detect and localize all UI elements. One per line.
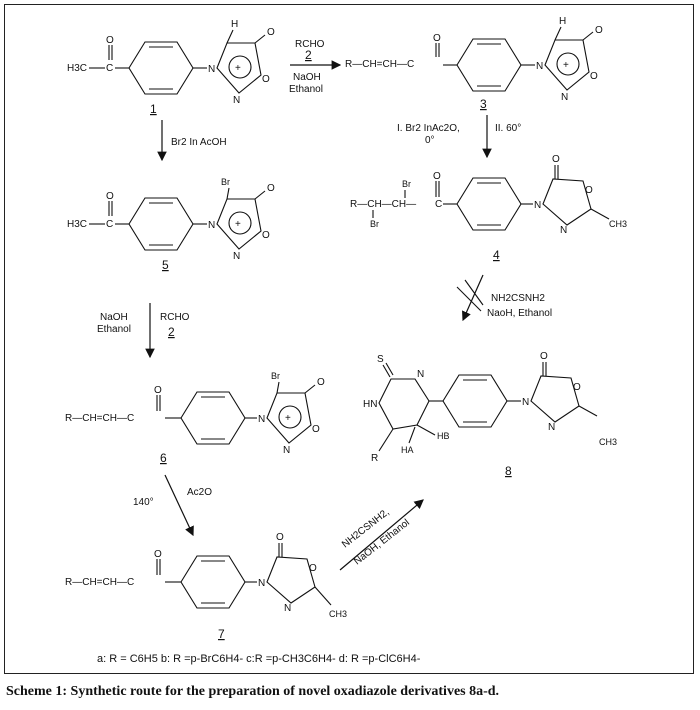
svg-text:2: 2	[168, 325, 175, 339]
arrow-6-to-7	[164, 474, 194, 537]
svg-text:I. Br2 InAc2O,: I. Br2 InAc2O,	[397, 123, 460, 134]
svg-text:C: C	[435, 199, 442, 210]
scheme-frame: H3C C O N + H O O N 1 RCHO 2 NaOH Ethano…	[4, 4, 694, 674]
svg-text:Br: Br	[221, 177, 230, 187]
arrow-4-to-8-blocked	[462, 274, 484, 322]
svg-text:O: O	[595, 25, 603, 36]
svg-text:Ethanol: Ethanol	[289, 84, 323, 95]
svg-text:O: O	[154, 549, 162, 560]
svg-text:N: N	[258, 414, 265, 425]
svg-text:O: O	[585, 185, 593, 196]
svg-text:O: O	[312, 424, 320, 435]
svg-text:CH3: CH3	[609, 219, 627, 229]
svg-text:Ethanol: Ethanol	[97, 324, 131, 335]
svg-text:R—CH=CH—C: R—CH=CH—C	[345, 59, 414, 70]
svg-text:RCHO: RCHO	[295, 39, 325, 50]
compound-1: H3C C O N + H O O N 1	[67, 19, 275, 116]
svg-text:Br: Br	[402, 179, 411, 189]
svg-text:O: O	[590, 71, 598, 82]
svg-text:NaOH: NaOH	[293, 72, 321, 83]
compound-5: H3C C O N + Br O O N 5	[67, 177, 275, 272]
svg-text:H: H	[231, 19, 238, 30]
svg-text:NaoH, Ethanol: NaoH, Ethanol	[487, 308, 552, 319]
svg-text:CH3: CH3	[599, 437, 617, 447]
svg-text:0°: 0°	[425, 135, 435, 146]
svg-text:Br: Br	[370, 219, 379, 229]
svg-text:N: N	[417, 369, 424, 380]
svg-text:N: N	[284, 603, 291, 614]
svg-text:R—CH=CH—C: R—CH=CH—C	[65, 413, 134, 424]
svg-text:N: N	[534, 200, 541, 211]
svg-text:Br2 In AcOH: Br2 In AcOH	[171, 137, 227, 148]
svg-text:Ac2O: Ac2O	[187, 487, 212, 498]
svg-text:N: N	[233, 251, 240, 262]
svg-text:NH2CSNH2: NH2CSNH2	[491, 293, 545, 304]
svg-text:N: N	[233, 95, 240, 106]
svg-text:N: N	[522, 397, 529, 408]
svg-text:HB: HB	[437, 431, 450, 441]
svg-text:+: +	[235, 63, 241, 74]
svg-text:RCHO: RCHO	[160, 312, 190, 323]
svg-text:+: +	[235, 219, 241, 230]
svg-text:N: N	[561, 92, 568, 103]
label-compound-7: 7	[218, 627, 225, 641]
svg-text:O: O	[552, 154, 560, 165]
svg-text:2: 2	[305, 48, 312, 62]
svg-text:O: O	[540, 351, 548, 362]
label-compound-8: 8	[505, 464, 512, 478]
svg-text:O: O	[262, 74, 270, 85]
svg-text:R: R	[371, 453, 378, 464]
svg-text:O: O	[267, 183, 275, 194]
svg-text:NaOH: NaOH	[100, 312, 128, 323]
svg-text:N: N	[208, 64, 215, 75]
svg-text:N: N	[208, 220, 215, 231]
svg-text:+: +	[285, 413, 291, 424]
svg-text:N: N	[560, 225, 567, 236]
label-compound-1: 1	[150, 102, 157, 116]
svg-text:O: O	[267, 27, 275, 38]
arrow-7-to-8	[339, 499, 424, 571]
svg-text:N: N	[548, 422, 555, 433]
svg-text:N: N	[536, 61, 543, 72]
svg-text:N: N	[258, 578, 265, 589]
compound-4: R—CH—CH— Br Br C O N O O N CH3 4	[350, 154, 627, 262]
svg-text:HA: HA	[401, 445, 414, 455]
svg-text:S: S	[377, 354, 384, 365]
svg-text:HN: HN	[363, 399, 377, 410]
compound-6: R—CH=CH—C O N + Br O O N 6	[65, 371, 325, 465]
reaction-scheme: H3C C O N + H O O N 1 RCHO 2 NaOH Ethano…	[65, 16, 627, 665]
svg-text:O: O	[309, 563, 317, 574]
svg-text:CH3: CH3	[329, 609, 347, 619]
svg-text:O: O	[317, 377, 325, 388]
svg-text:O: O	[276, 532, 284, 543]
svg-text:+: +	[563, 60, 569, 71]
svg-text:H: H	[559, 16, 566, 27]
atom-h3c: H3C	[67, 63, 87, 74]
substituent-legend: a: R = C6H5 b: R =p-BrC6H4- c:R =p-CH3C6…	[97, 653, 421, 665]
label-compound-5: 5	[162, 258, 169, 272]
svg-text:O: O	[154, 385, 162, 396]
svg-text:O: O	[106, 191, 114, 202]
svg-text:140°: 140°	[133, 497, 154, 508]
svg-text:II. 60°: II. 60°	[495, 123, 521, 134]
svg-text:R—CH=CH—C: R—CH=CH—C	[65, 577, 134, 588]
compound-7: R—CH=CH—C O N O O N CH3 7	[65, 532, 347, 641]
svg-text:O: O	[573, 382, 581, 393]
svg-text:N: N	[283, 445, 290, 456]
svg-text:O: O	[433, 171, 441, 182]
compound-8: S N HN R HB HA N O O N CH3 8	[363, 351, 617, 478]
svg-text:Br: Br	[271, 371, 280, 381]
svg-text:R—CH—CH—: R—CH—CH—	[350, 199, 416, 210]
svg-text:C: C	[106, 63, 113, 74]
label-compound-3: 3	[480, 97, 487, 111]
compound-3: R—CH=CH—C O N + H O O N 3	[345, 16, 603, 111]
svg-text:H3C: H3C	[67, 219, 87, 230]
svg-text:C: C	[106, 219, 113, 230]
svg-text:O: O	[433, 33, 441, 44]
svg-text:O: O	[262, 230, 270, 241]
label-compound-4: 4	[493, 248, 500, 262]
scheme-caption: Scheme 1: Synthetic route for the prepar…	[6, 684, 500, 699]
label-compound-6: 6	[160, 451, 167, 465]
svg-text:O: O	[106, 35, 114, 46]
